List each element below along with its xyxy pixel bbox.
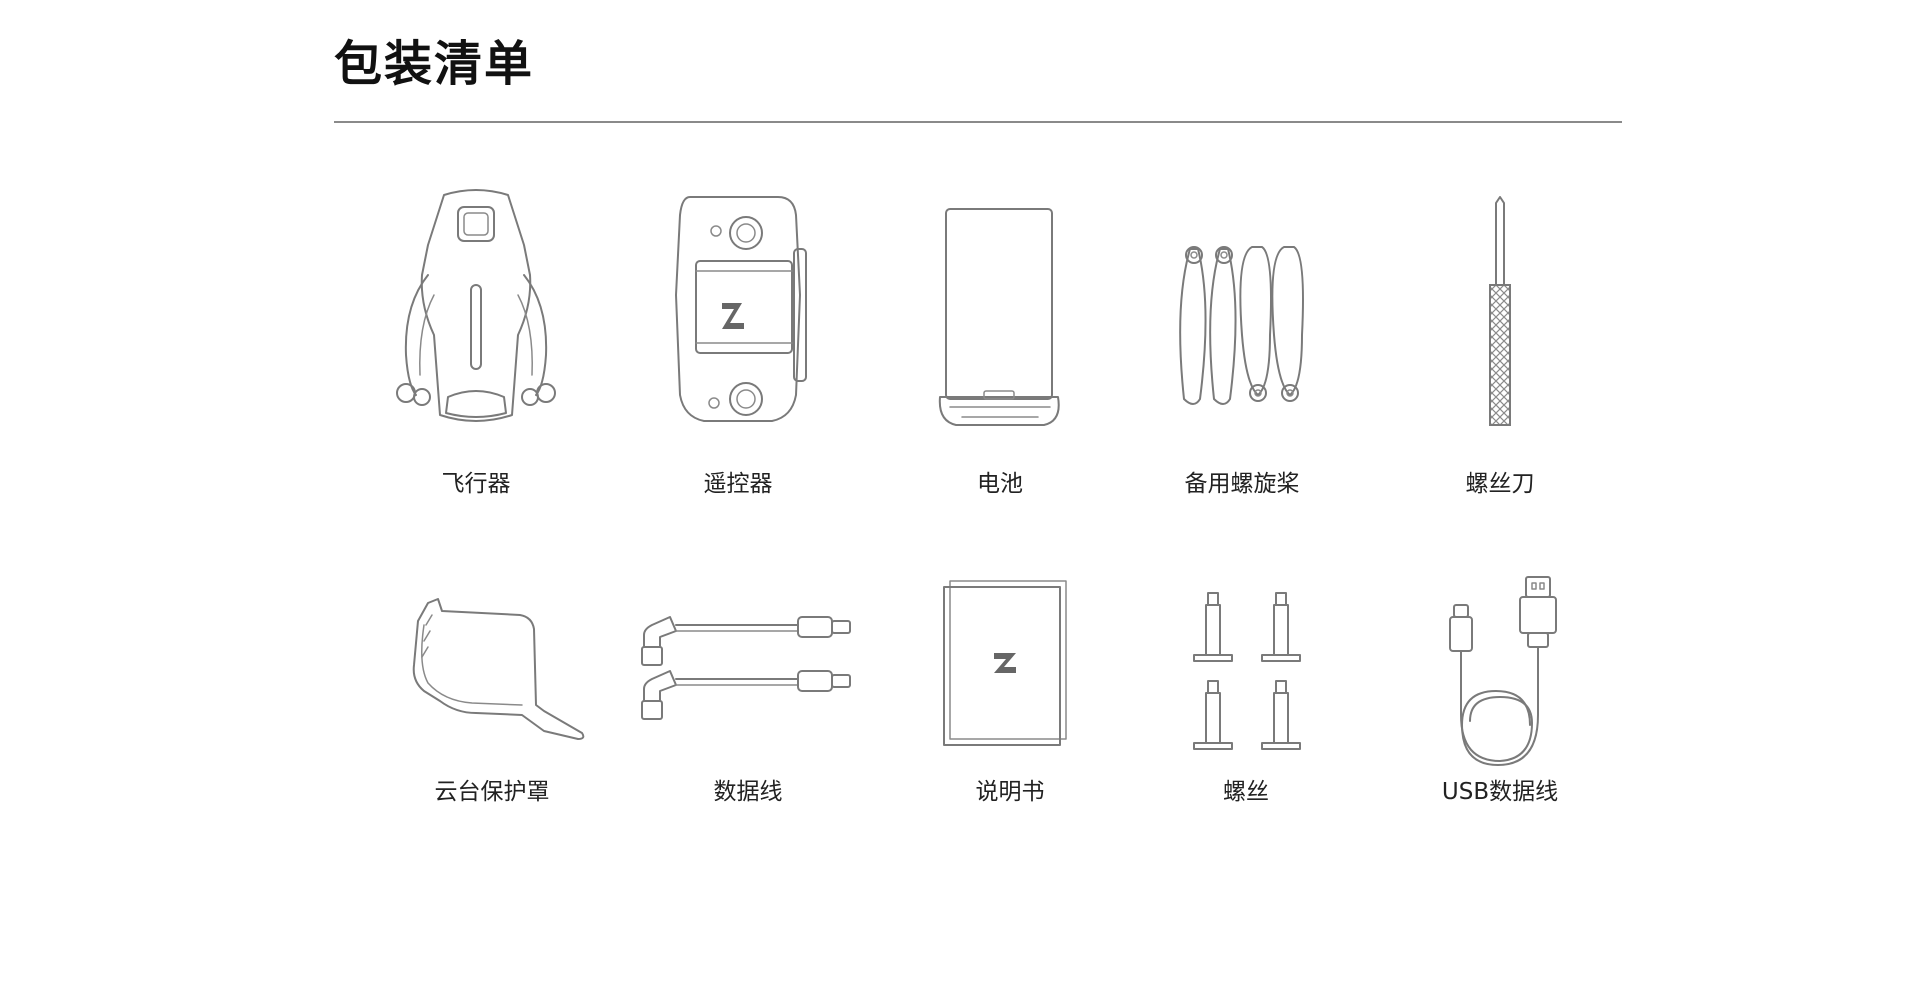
item-usb-cable: USB数据线 <box>1380 565 1620 885</box>
item-screws: 螺丝 <box>1126 585 1366 905</box>
data-cables-icon <box>641 616 851 720</box>
drone-icon <box>396 189 556 422</box>
item-data-cables: 数据线 <box>628 585 868 905</box>
item-label-propellers: 备用螺旋桨 <box>1184 471 1300 497</box>
item-manual: 说明书 <box>890 575 1130 895</box>
item-battery: 电池 <box>880 185 1120 505</box>
item-label-remote: 遥控器 <box>703 471 773 497</box>
item-label-screws: 螺丝 <box>1223 779 1269 805</box>
screws-icon <box>1193 592 1301 750</box>
remote-controller-icon <box>675 196 807 422</box>
title-divider <box>334 121 1622 123</box>
gimbal-cover-icon <box>412 598 585 740</box>
page-title: 包装清单 <box>334 36 535 92</box>
manual-icon <box>943 580 1067 746</box>
item-propellers: 备用螺旋桨 <box>1122 185 1362 505</box>
propellers-icon <box>1179 246 1304 405</box>
item-label-battery: 电池 <box>977 471 1023 497</box>
item-remote: 遥控器 <box>618 185 858 505</box>
battery-icon <box>938 208 1060 426</box>
item-label-manual: 说明书 <box>975 779 1045 805</box>
item-label-screwdriver: 螺丝刀 <box>1465 471 1535 497</box>
item-label-drone: 飞行器 <box>441 471 511 497</box>
item-label-data-cables: 数据线 <box>713 779 783 805</box>
item-label-gimbal-cover: 云台保护罩 <box>434 779 550 805</box>
item-drone: 飞行器 <box>356 185 596 505</box>
item-label-usb-cable: USB数据线 <box>1441 779 1559 805</box>
screwdriver-icon <box>1489 196 1511 426</box>
usb-cable-icon <box>1449 576 1557 766</box>
item-gimbal-cover: 云台保护罩 <box>372 585 612 905</box>
item-screwdriver: 螺丝刀 <box>1380 185 1620 505</box>
